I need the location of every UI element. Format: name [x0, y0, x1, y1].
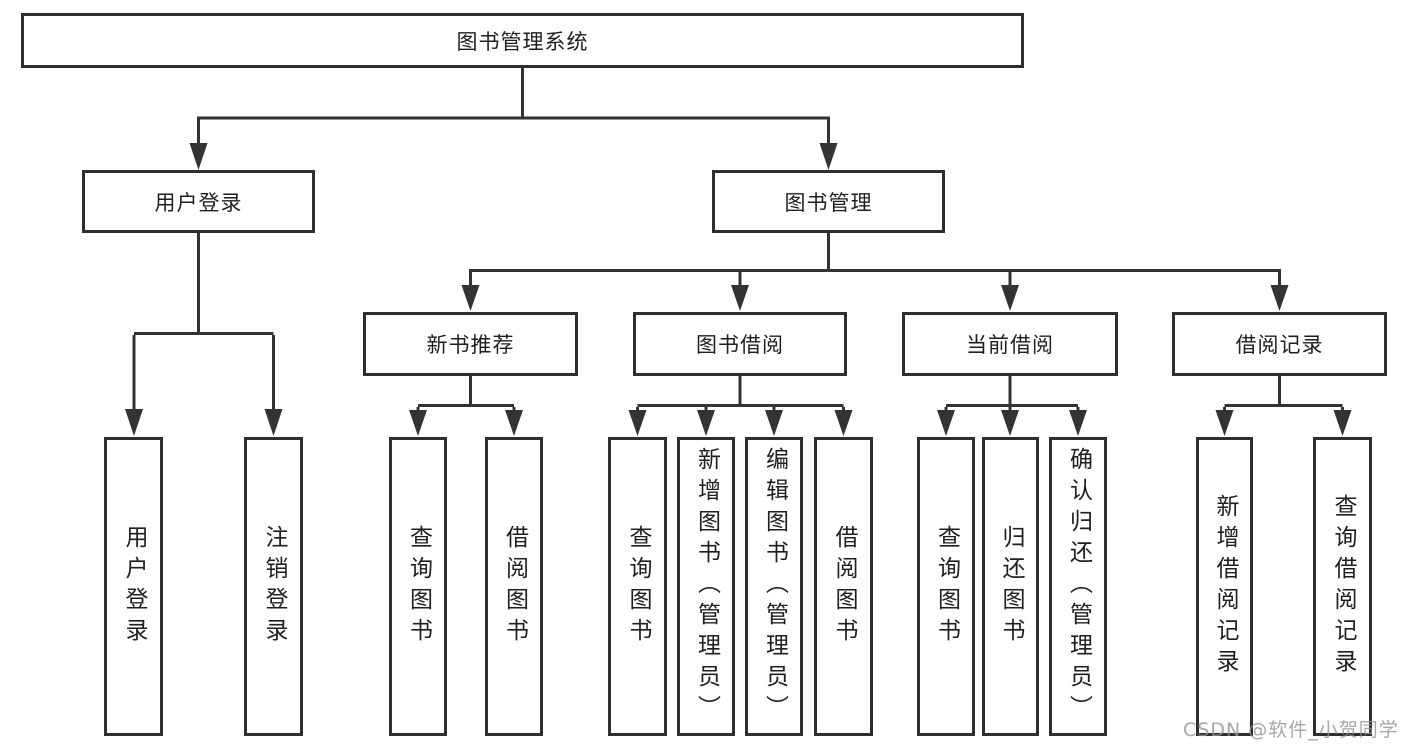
node-current-borrowing: 当前借阅: [902, 312, 1118, 376]
node-label: 借阅记录: [1235, 333, 1324, 357]
arrow-down-icon: [697, 410, 715, 436]
connector-root-to-level2: [189, 68, 838, 170]
csdn-watermark: CSDN @软件_小贺同学: [1183, 719, 1399, 741]
leaf-add-borrow-record: 新增借阅记录: [1196, 437, 1253, 736]
node-label: 确认归还（管理员）: [1065, 447, 1092, 726]
arrow-down-icon: [1069, 410, 1087, 436]
node-label: 用户登录: [121, 524, 147, 649]
arrow-down-icon: [409, 410, 427, 436]
arrow-down-icon: [1333, 410, 1352, 436]
leaf-borrow-books: 借阅图书: [814, 437, 873, 736]
leaf-return-books: 归还图书: [982, 437, 1039, 736]
node-label: 查询图书: [625, 524, 651, 649]
arrow-down-icon: [189, 143, 208, 170]
node-label: 新书推荐: [426, 333, 515, 357]
node-label: 新增图书（管理员）: [693, 447, 720, 726]
node-label: 查询图书: [405, 524, 432, 649]
node-label: 图书管理系统: [456, 29, 589, 54]
node-label: 当前借阅: [966, 333, 1054, 357]
connector-new-book-rec-to-children: [409, 376, 523, 436]
node-label: 用户登录: [154, 190, 243, 215]
node-label: 图书管理: [784, 190, 873, 215]
node-library-management-system: 图书管理系统: [21, 13, 1024, 68]
arrow-down-icon: [628, 410, 647, 436]
connector-borrowing-records-to-children: [1215, 376, 1352, 436]
node-label: 查询借阅记录: [1330, 493, 1356, 680]
arrow-down-icon: [461, 285, 480, 311]
leaf-query-books-current: 查询图书: [917, 437, 975, 736]
connector-current-borrowing-to-children: [937, 376, 1087, 436]
node-label: 图书借阅: [696, 333, 784, 357]
arrow-down-icon: [1001, 410, 1019, 436]
arrow-down-icon: [1270, 285, 1289, 311]
arrow-down-icon: [1215, 410, 1234, 436]
leaf-confirm-return-admin: 确认归还（管理员）: [1049, 437, 1107, 736]
arrow-down-icon: [125, 409, 143, 436]
connector-book-management-to-children: [461, 233, 1289, 311]
node-user-login-group: 用户登录: [82, 170, 315, 233]
node-label: 借阅图书: [831, 524, 857, 649]
arrow-down-icon: [1001, 285, 1019, 311]
leaf-logout-login: 注销登录: [244, 437, 303, 736]
connector-book-borrowing-to-children: [628, 376, 853, 436]
leaf-query-borrow-record: 查询借阅记录: [1313, 437, 1372, 736]
node-label: 新增借阅记录: [1212, 493, 1238, 680]
arrow-down-icon: [834, 410, 853, 436]
arrow-down-icon: [765, 410, 783, 436]
arrow-down-icon: [505, 410, 523, 436]
node-new-book-recommendation: 新书推荐: [363, 312, 578, 376]
node-label: 归还图书: [998, 524, 1024, 649]
leaf-query-books-borrowing: 查询图书: [608, 437, 667, 736]
arrow-down-icon: [731, 285, 749, 311]
leaf-edit-books-admin: 编辑图书（管理员）: [745, 437, 803, 736]
node-book-management: 图书管理: [712, 170, 945, 233]
arrow-down-icon: [819, 143, 838, 170]
leaf-add-books-admin: 新增图书（管理员）: [677, 437, 735, 736]
node-label: 借阅图书: [501, 524, 528, 649]
node-label: 注销登录: [261, 524, 287, 649]
node-borrowing-records: 借阅记录: [1172, 312, 1387, 376]
node-label: 查询图书: [933, 524, 960, 649]
node-label: 编辑图书（管理员）: [761, 447, 788, 726]
leaf-query-books-recommend: 查询图书: [389, 437, 447, 736]
node-book-borrowing: 图书借阅: [633, 312, 847, 376]
leaf-borrow-books-recommend: 借阅图书: [485, 437, 543, 736]
leaf-user-login: 用户登录: [104, 437, 163, 736]
arrow-down-icon: [937, 410, 955, 436]
arrow-down-icon: [264, 409, 283, 436]
connector-user-login-to-children: [125, 233, 283, 436]
